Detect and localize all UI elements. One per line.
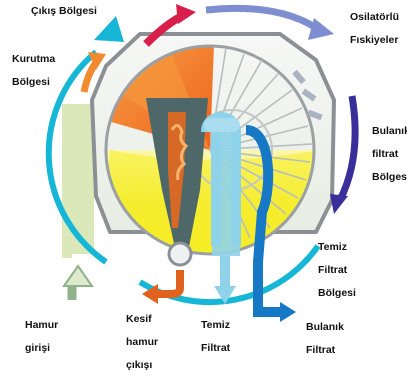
label-cloudy-filtrate-zone: Bulanık filtrat Bölgesi: [372, 120, 407, 189]
clean-filtrate-arrow: [214, 256, 236, 304]
label-exit-zone: Çıkış Bölgesi: [31, 0, 97, 23]
slurry-basin: [100, 150, 320, 270]
discharge-roller: [169, 243, 191, 265]
paste-inlet-arrow: [64, 266, 92, 300]
label-clean-filtrate: Temiz Filtrat: [201, 314, 230, 360]
label-clean-filtrate-zone: Temiz Filtrat Bölgesi: [318, 236, 356, 305]
label-cloudy-filtrate: Bulanık Filtrat: [306, 316, 344, 362]
label-paste-inlet: Hamur girişi: [25, 314, 58, 360]
label-oscillating-nozzles: Osilatörlü Fıskiyeler: [350, 6, 399, 52]
label-drying-zone: Kurutma Bölgesi: [12, 48, 55, 94]
label-thick-paste-exit: Kesif hamur çıkışı: [126, 308, 158, 377]
